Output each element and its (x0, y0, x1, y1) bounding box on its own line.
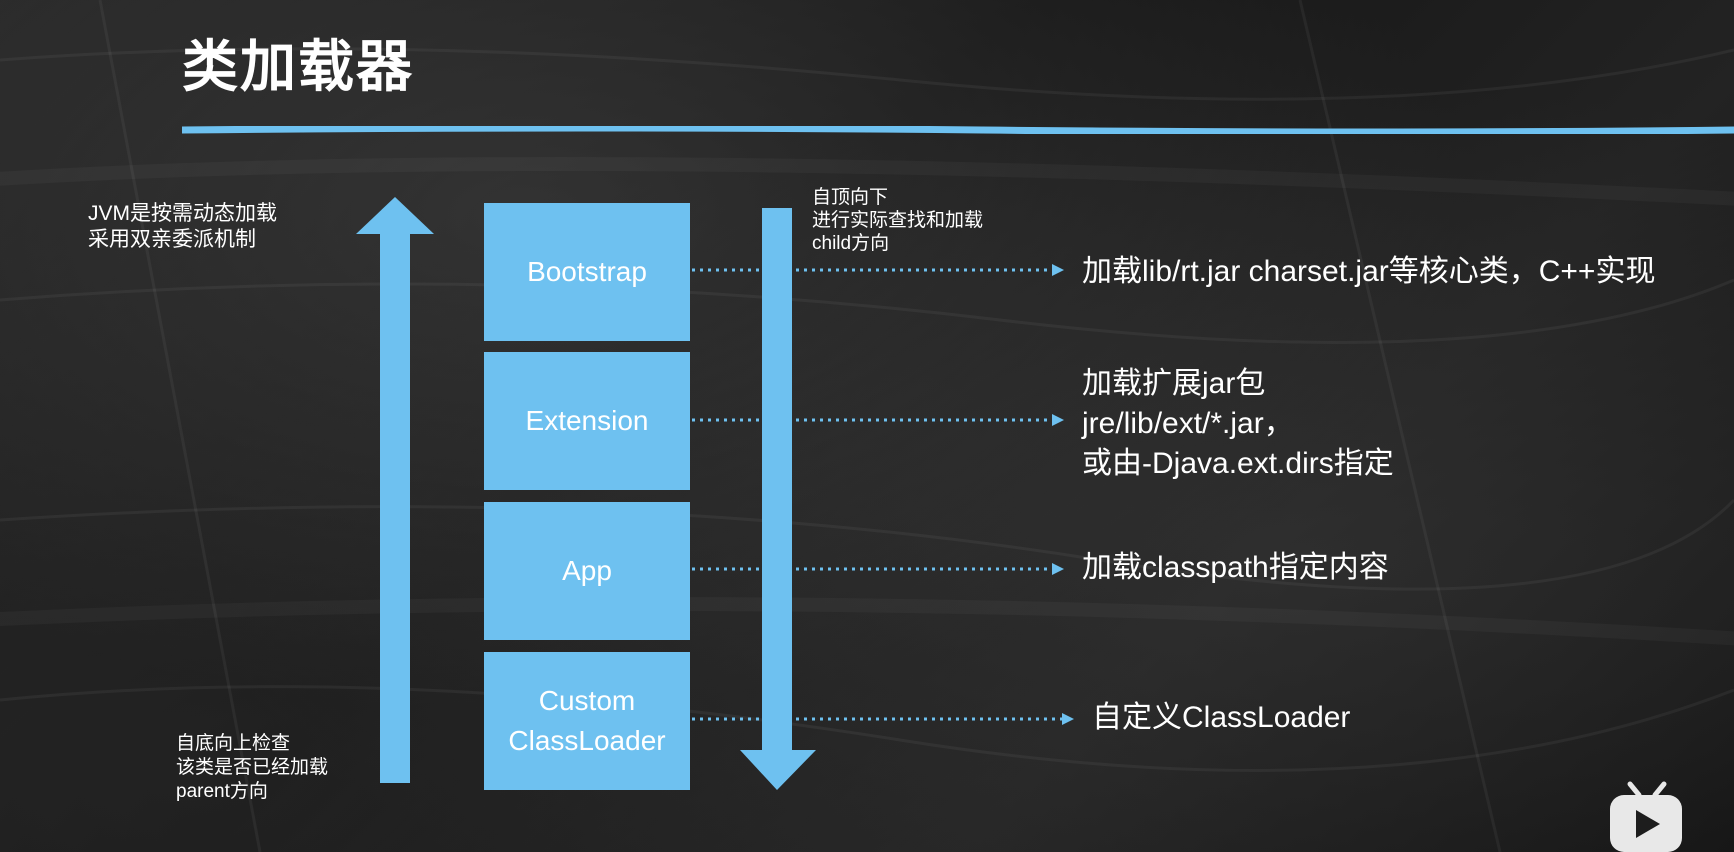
custom-label-line2: ClassLoader (508, 725, 666, 756)
connector-bootstrap (692, 264, 1064, 276)
up-arrow-icon (356, 197, 434, 783)
app-loader-box: App (484, 502, 690, 640)
slide-title: 类加载器 (182, 35, 414, 98)
bilibili-tv-icon (1610, 781, 1682, 852)
custom-classloader-box: Custom ClassLoader (484, 652, 690, 790)
app-description-line1: 加载classpath指定内容 (1082, 551, 1389, 584)
custom-description-line1: 自定义ClassLoader (1092, 701, 1351, 734)
child-note-line3: child方向 (812, 233, 890, 254)
delegation-note-line2: 采用双亲委派机制 (88, 228, 256, 251)
connector-extension (692, 414, 1064, 426)
extension-description-line1: 加载扩展jar包 (1082, 367, 1266, 400)
app-description: 加载classpath指定内容 (1082, 548, 1389, 588)
extension-loader-box: Extension (484, 352, 690, 490)
bootstrap-label: Bootstrap (527, 256, 647, 287)
title-underline (182, 126, 1734, 134)
custom-label-line1: Custom (538, 685, 636, 716)
extension-label: Extension (525, 405, 649, 436)
down-arrow-icon (740, 208, 816, 790)
bootstrap-description-line1: 加载lib/rt.jar charset.jar等核心类，C++实现 (1082, 255, 1656, 288)
extension-description-line2: jre/lib/ext/*.jar， (1082, 407, 1294, 440)
child-direction-note: 自顶向下 进行实际查找和加载 child方向 (812, 186, 983, 255)
parent-note-line3: parent方向 (176, 781, 268, 802)
bootstrap-description: 加载lib/rt.jar charset.jar等核心类，C++实现 (1082, 252, 1655, 292)
extension-description-line3: 或由-Djava.ext.dirs指定 (1082, 447, 1394, 480)
child-note-line1: 自顶向下 (812, 187, 889, 208)
extension-description: 加载扩展jar包 jre/lib/ext/*.jar， 或由-Djava.ext… (1082, 364, 1394, 484)
delegation-note-line1: JVM是按需动态加载 (88, 202, 277, 225)
delegation-note: JVM是按需动态加载 采用双亲委派机制 (88, 201, 277, 253)
custom-description: 自定义ClassLoader (1092, 698, 1350, 738)
parent-direction-note: 自底向上检查 该类是否已经加载 parent方向 (176, 732, 328, 804)
connector-custom (692, 713, 1074, 725)
bootstrap-loader-box: Bootstrap (484, 203, 690, 341)
child-note-line2: 进行实际查找和加载 (812, 210, 984, 231)
connector-app (692, 563, 1064, 575)
app-label: App (562, 555, 612, 586)
parent-note-line2: 该类是否已经加载 (176, 757, 329, 778)
parent-note-line1: 自底向上检查 (176, 733, 291, 754)
